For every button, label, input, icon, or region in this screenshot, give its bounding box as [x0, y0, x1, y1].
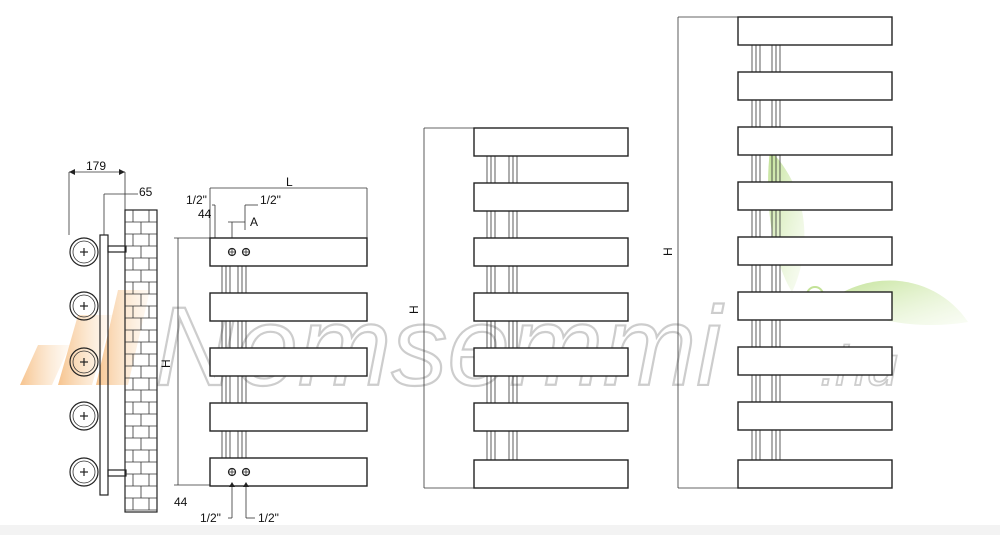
depth-dimension: 179 [86, 159, 106, 173]
offset-dimension: 65 [139, 185, 153, 199]
wall-hatch [124, 209, 158, 513]
bottom-strip [0, 525, 1000, 535]
top-offset: 44 [198, 207, 212, 221]
radiator-bar [473, 292, 629, 322]
bar-end-circle [69, 401, 99, 431]
radiator-bar [209, 402, 368, 432]
medium-bars [473, 127, 629, 489]
radiator-bar [209, 457, 368, 487]
bottom-left-thread: 1/2" [200, 511, 221, 525]
radiator-bar [473, 402, 629, 432]
radiator-bar [473, 347, 629, 377]
bar-end-circle [69, 457, 99, 487]
tall-height: H [661, 247, 675, 256]
radiator-bar [737, 181, 893, 211]
connection-port [241, 467, 251, 477]
medium-height: H [407, 305, 421, 314]
bottom-offset: 44 [174, 495, 188, 509]
width-dimension: L [286, 175, 293, 189]
bar-end-inner [72, 350, 96, 374]
watermark-orange-stripe [96, 290, 150, 385]
radiator-bar [209, 237, 368, 267]
radiator-bar [473, 237, 629, 267]
radiator-bar [737, 126, 893, 156]
connection-port [241, 247, 251, 257]
bar-end-circle [69, 347, 99, 377]
watermark-orange-stripe [20, 345, 70, 385]
bottom-right-thread: 1/2" [258, 511, 279, 525]
radiator-bar [737, 401, 893, 431]
connection-port [227, 247, 237, 257]
bar-end-inner [72, 294, 96, 318]
radiator-bar [209, 292, 368, 322]
tall-bars [737, 16, 893, 489]
front-bars [209, 237, 368, 487]
radiator-bar [737, 71, 893, 101]
bar-end-circle [69, 237, 99, 267]
bar-end-inner [72, 460, 96, 484]
watermark-leaf [768, 150, 805, 292]
bar-end-inner [72, 404, 96, 428]
front-view: L 1/2" 1/2" A 44 H 44 1/2" 1/2" [159, 175, 368, 525]
bar-end-inner [72, 240, 96, 264]
medium-view: H [407, 127, 629, 489]
radiator-bar [737, 459, 893, 489]
radiator-bar [737, 16, 893, 46]
top-right-thread: 1/2" [260, 193, 281, 207]
radiator-bar [209, 347, 368, 377]
connection-distance: A [250, 215, 258, 229]
bar-end-circle [69, 291, 99, 321]
radiator-bar [473, 459, 629, 489]
radiator-bar [737, 346, 893, 376]
side-view: 179 65 [68, 159, 158, 513]
top-left-thread: 1/2" [186, 193, 207, 207]
connection-port [227, 467, 237, 477]
radiator-bar [473, 127, 629, 157]
radiator-bar [737, 236, 893, 266]
tall-view: H [661, 16, 893, 489]
radiator-bar [737, 291, 893, 321]
front-height: H [159, 359, 173, 368]
radiator-bar [473, 182, 629, 212]
side-bar-ends [69, 237, 99, 487]
